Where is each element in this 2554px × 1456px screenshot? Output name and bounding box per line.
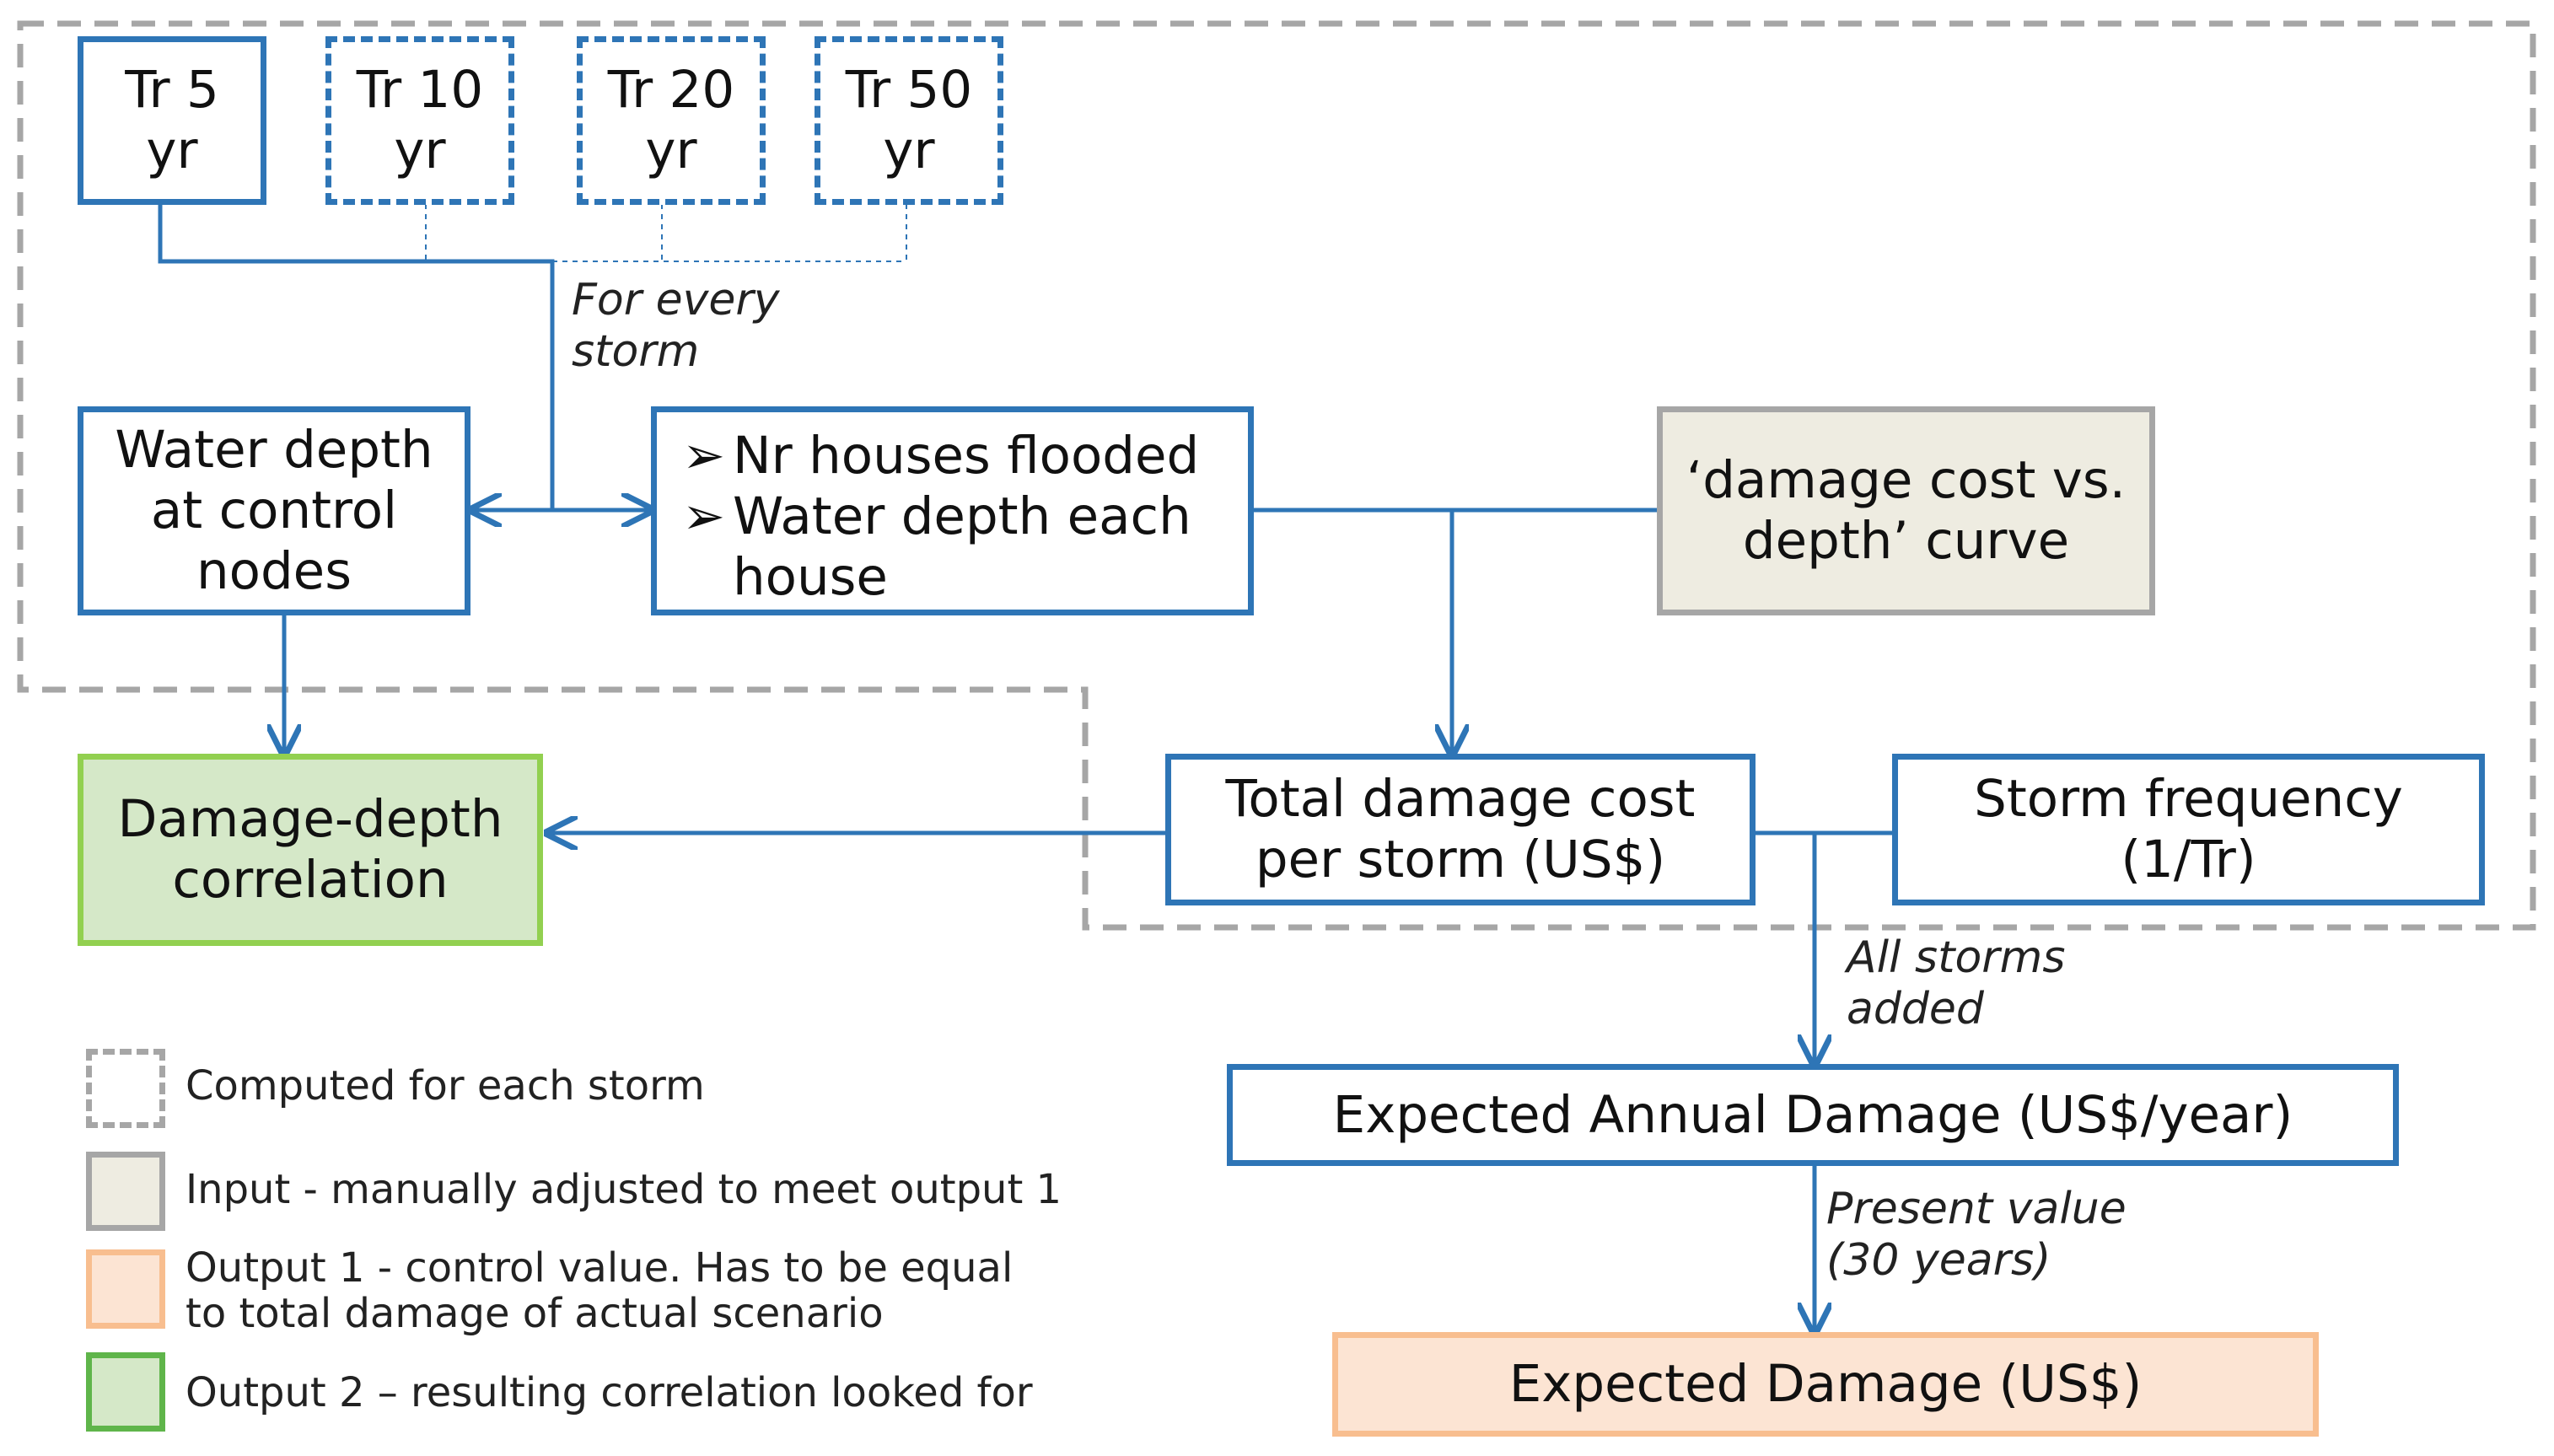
total-damage-box: Total damage cost per storm (US$) [1165,754,1756,905]
storm-box-tr10: Tr 10 yr [325,36,514,205]
for-every-storm-note: For every storm [572,275,780,378]
legend-text: Output 2 – resulting correlation looked … [186,1369,1033,1416]
bullet-text: Nr houses flooded [733,426,1200,486]
storm-unit: yr [146,121,198,180]
storm-unit: yr [883,121,935,180]
total-damage-label: Total damage cost per storm (US$) [1225,769,1696,889]
bullet-item: ➢ Nr houses flooded [682,426,1199,486]
storm-box-tr50: Tr 50 yr [815,36,1003,205]
legend-text: Output 1 - control value. Has to be equa… [186,1244,1014,1337]
damage-depth-correlation-box: Damage-depth correlation [78,754,543,946]
legend-text: Computed for each storm [186,1062,705,1109]
legend-swatch-output1 [86,1249,165,1329]
expected-damage-label: Expected Damage (US$) [1508,1354,2143,1415]
damage-curve-box: ‘damage cost vs. depth’ curve [1657,406,2155,615]
storm-box-tr5: Tr 5 yr [78,36,266,205]
storm-label: Tr 20 [607,60,735,121]
storm-frequency-box: Storm frequency (1/Tr) [1892,754,2485,905]
legend-swatch-dashed [86,1049,165,1128]
expected-annual-damage-box: Expected Annual Damage (US$/year) [1227,1064,2399,1166]
all-storms-added-note: All storms added [1847,932,2066,1035]
storm-frequency-label: Storm frequency (1/Tr) [1974,769,2403,889]
storm-box-tr20: Tr 20 yr [577,36,766,205]
legend-text: Input - manually adjusted to meet output… [186,1166,1062,1213]
water-depth-label: Water depth at control nodes [115,420,433,601]
storm-collector-line [158,204,555,510]
water-depth-box: Water depth at control nodes [78,406,470,615]
legend-swatch-output2 [86,1352,165,1432]
damage-depth-label: Damage-depth correlation [117,789,503,910]
per-storm-region-outline [17,20,2536,931]
houses-flooded-box: ➢ Nr houses flooded ➢ Water depth each h… [651,406,1254,615]
storm-label: Tr 10 [356,60,484,121]
storm-label: Tr 50 [845,60,973,121]
arrow-bullet-icon: ➢ [682,426,726,486]
arrow-bullet-icon: ➢ [682,486,726,546]
bullet-item: ➢ Water depth each [682,486,1191,547]
legend-swatch-input [86,1152,165,1231]
storm-unit: yr [394,121,446,180]
bullet-continuation: house [733,546,888,607]
damage-curve-label: ‘damage cost vs. depth’ curve [1686,450,2127,571]
bullet-text: Water depth each [733,486,1191,546]
expected-damage-box: Expected Damage (US$) [1332,1332,2319,1437]
present-value-note: Present value (30 years) [1826,1184,2127,1287]
expected-annual-label: Expected Annual Damage (US$/year) [1332,1084,2293,1145]
storm-label: Tr 5 [125,60,219,121]
storm-unit: yr [645,121,697,180]
